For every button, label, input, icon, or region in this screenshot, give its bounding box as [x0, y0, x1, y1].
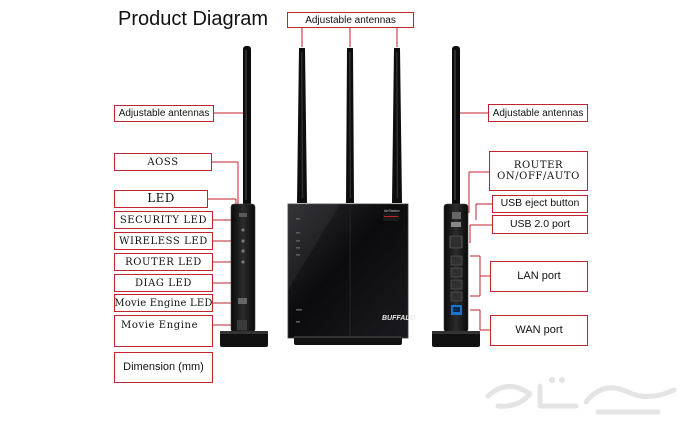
callout-antennas-top: Adjustable antennas — [287, 12, 414, 28]
page-title: Product Diagram — [118, 8, 269, 30]
watermark-logo — [485, 377, 677, 415]
callout-router-switch: ROUTER ON/OFF/AUTO — [489, 151, 588, 191]
router-side-left — [220, 46, 268, 347]
callout-router-led: ROUTER LED — [114, 253, 213, 271]
callout-aoss: AOSS — [114, 153, 212, 171]
callout-dimension: Dimension (mm) — [114, 352, 213, 383]
router-side-right — [432, 46, 480, 347]
callout-lan-port: LAN port — [490, 261, 588, 292]
callout-movie-engine-led: Movie Engine LED — [114, 294, 213, 312]
buffalo-logo: BUFFALO — [382, 315, 416, 322]
callout-usb-eject: USB eject button — [492, 195, 588, 213]
callout-usb-port: USB 2.0 port — [492, 215, 588, 234]
callout-wan-port: WAN port — [490, 315, 588, 346]
callout-led: LED — [114, 190, 208, 208]
airstation-badge: AirStation — [384, 209, 400, 213]
router-front — [287, 48, 409, 345]
callout-antennas-right: Adjustable antennas — [488, 104, 588, 122]
callout-wireless-led: WIRELESS LED — [114, 232, 213, 250]
callout-movie-engine: Movie Engine — [114, 315, 213, 347]
callout-security-led: SECURITY LED — [114, 211, 213, 229]
callout-antennas-left: Adjustable antennas — [114, 105, 214, 122]
leader-lines-right — [455, 112, 492, 331]
callout-diag-led: DIAG LED — [114, 274, 213, 292]
